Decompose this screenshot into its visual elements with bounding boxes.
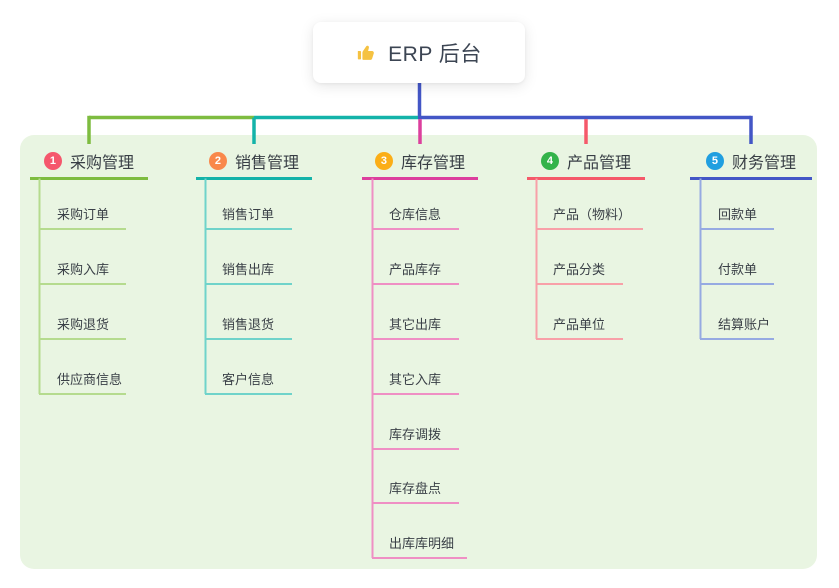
branch-2-number-badge: 2 (208, 152, 227, 170)
node-item[interactable]: 销售出库 (222, 262, 275, 277)
node-item[interactable]: 付款单 (718, 262, 758, 277)
node-item[interactable]: 产品单位 (553, 317, 606, 332)
node-item[interactable]: 采购订单 (57, 207, 110, 222)
node-item[interactable]: 出库库明细 (389, 536, 455, 551)
node-item[interactable]: 产品（物料） (553, 207, 632, 222)
branch-header-finance[interactable]: 5 财务管理 (690, 150, 812, 172)
branch-header-purchase[interactable]: 1 采购管理 (30, 150, 148, 172)
branch-header-inventory[interactable]: 3 库存管理 (362, 150, 478, 172)
branch-header-product[interactable]: 4 产品管理 (527, 150, 645, 172)
branch-1-number-badge: 1 (43, 152, 62, 170)
node-item[interactable]: 客户信息 (222, 372, 275, 387)
node-item[interactable]: 其它入库 (389, 372, 442, 387)
branch-5-label: 财务管理 (731, 155, 796, 172)
node-item[interactable]: 仓库信息 (389, 207, 442, 222)
node-item[interactable]: 采购退货 (57, 317, 110, 332)
node-item[interactable]: 其它出库 (389, 317, 442, 332)
node-item[interactable]: 产品库存 (389, 262, 442, 277)
branch-2-label: 销售管理 (234, 155, 299, 172)
root-title: ERP 后台 (388, 42, 482, 66)
branch-4-number-badge: 4 (540, 152, 559, 170)
branch-3-number-badge: 3 (374, 152, 393, 170)
node-item[interactable]: 供应商信息 (57, 372, 123, 387)
branch-header-sales[interactable]: 2 销售管理 (196, 150, 312, 172)
node-item[interactable]: 库存调拨 (389, 427, 442, 442)
node-item[interactable]: 回款单 (718, 207, 758, 222)
branch-3-label: 库存管理 (400, 155, 465, 172)
node-item[interactable]: 产品分类 (553, 262, 606, 277)
branch-1-label: 采购管理 (69, 155, 134, 172)
node-item[interactable]: 销售退货 (222, 317, 275, 332)
thumbs-up-icon (358, 45, 375, 60)
background-panel (20, 135, 817, 569)
node-item[interactable]: 结算账户 (718, 317, 771, 332)
branch-5-number-badge: 5 (705, 152, 724, 170)
node-item[interactable]: 采购入库 (57, 262, 110, 277)
node-item[interactable]: 库存盘点 (389, 481, 442, 496)
node-item[interactable]: 销售订单 (222, 207, 275, 222)
branch-4-label: 产品管理 (566, 155, 631, 172)
root-node[interactable]: ERP 后台 (313, 22, 525, 83)
